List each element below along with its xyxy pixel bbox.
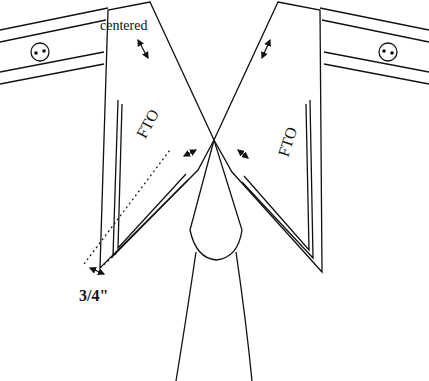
button bbox=[379, 43, 397, 61]
dimension-label: 3/4" bbox=[79, 288, 108, 304]
left-band bbox=[0, 8, 108, 84]
left-stitch bbox=[113, 100, 188, 256]
tie-knot bbox=[190, 140, 242, 260]
fto-arrow bbox=[184, 150, 196, 156]
button bbox=[31, 43, 49, 61]
fto-arrow bbox=[238, 150, 248, 158]
right-stitch bbox=[242, 100, 313, 258]
left-stitch bbox=[118, 104, 186, 248]
centered-arrow bbox=[262, 40, 270, 58]
width-arrow bbox=[90, 268, 104, 274]
right-band bbox=[320, 8, 429, 84]
note-label: centered bbox=[100, 19, 147, 33]
dimension-line bbox=[100, 252, 118, 268]
tie-blade bbox=[176, 252, 252, 381]
centered-arrow bbox=[138, 40, 148, 58]
dimension-line bbox=[84, 150, 170, 264]
right-stitch bbox=[244, 104, 309, 250]
